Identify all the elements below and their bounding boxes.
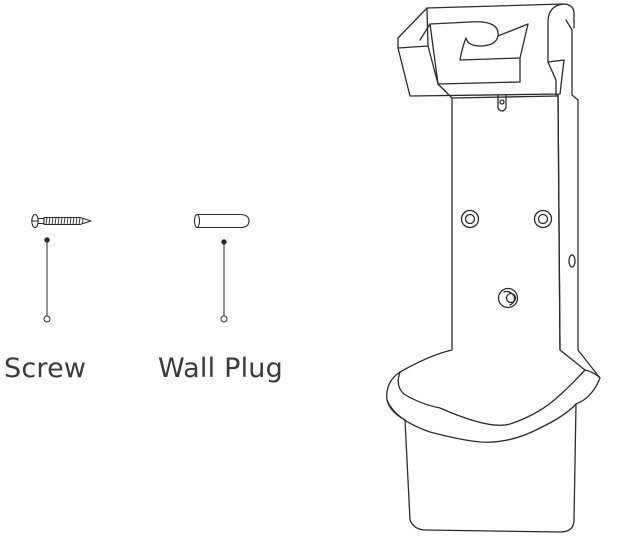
screw-icon: [31, 213, 92, 229]
wall-plug-label: Wall Plug: [158, 353, 283, 384]
wall-mount-bracket-illustration: [386, 3, 601, 533]
screw-label: Screw: [4, 353, 87, 384]
wall-plug-leader-line: [220, 239, 228, 323]
wall-plug-icon: [193, 213, 250, 229]
screw-leader-line: [43, 237, 51, 323]
